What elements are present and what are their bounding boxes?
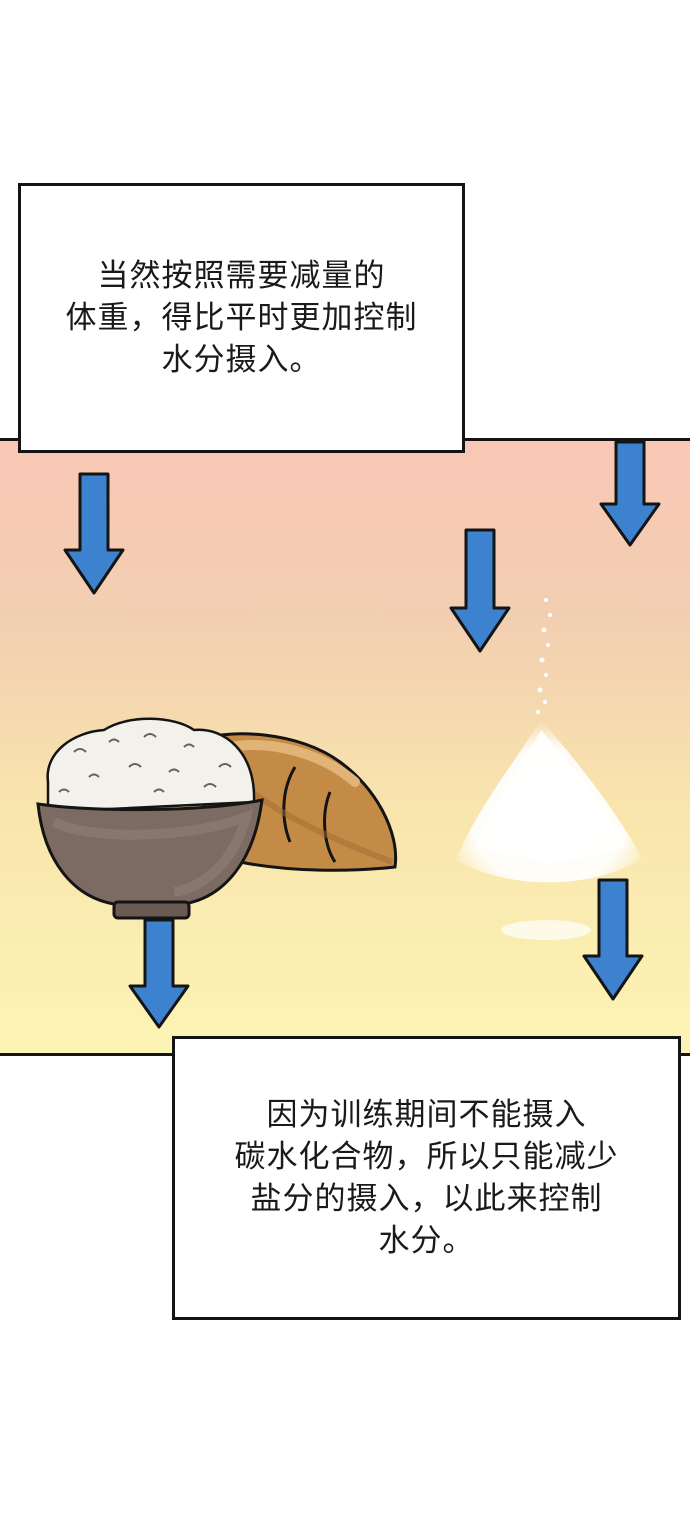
caption-line: 水分摄入。	[161, 342, 322, 378]
caption-box-top: 当然按照需要减量的 体重，得比平时更加控制 水分摄入。	[18, 183, 465, 453]
caption-text-bottom: 因为训练期间不能摄入 碳水化合物，所以只能减少 盐分的摄入，以此来控制 水分。	[235, 1094, 619, 1262]
down-arrow-icon	[582, 878, 644, 1001]
caption-box-bottom: 因为训练期间不能摄入 碳水化合物，所以只能减少 盐分的摄入，以此来控制 水分。	[172, 1036, 681, 1320]
salt-pile-icon	[456, 598, 642, 940]
down-arrow-icon	[63, 472, 125, 595]
caption-line: 因为训练期间不能摄入	[266, 1097, 587, 1133]
caption-line: 体重，得比平时更加控制	[65, 300, 418, 336]
down-arrow-icon	[449, 528, 511, 653]
caption-line: 当然按照需要减量的	[97, 258, 386, 294]
down-arrow-icon	[128, 918, 190, 1029]
caption-line: 水分。	[378, 1223, 475, 1259]
caption-line: 碳水化合物，所以只能减少	[234, 1139, 619, 1175]
down-arrow-icon	[599, 440, 661, 547]
caption-text-top: 当然按照需要减量的 体重，得比平时更加控制 水分摄入。	[66, 255, 418, 381]
rice-bowl-icon	[36, 717, 264, 920]
caption-line: 盐分的摄入，以此来控制	[250, 1181, 603, 1217]
